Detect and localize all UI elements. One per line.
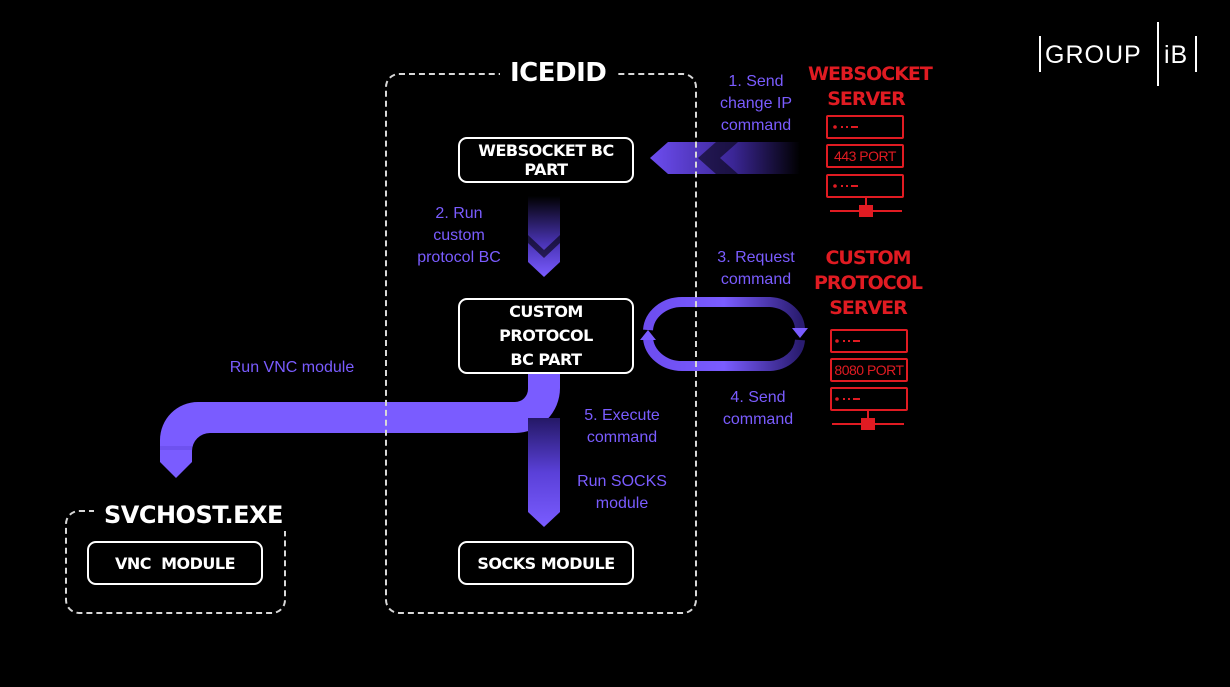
step-5-line2: command: [586, 429, 658, 446]
run-socks-line2: module: [595, 495, 649, 512]
step-3-line1: 3. Request: [717, 249, 795, 266]
step-1-line1: 1. Send: [728, 73, 784, 90]
step-4-line2: command: [722, 411, 794, 428]
step-5-label: 5. Execute command: [564, 405, 680, 449]
step-1-line2: change IP: [719, 95, 793, 112]
custom-server-title-line2: PROTOCOL: [813, 272, 923, 294]
custom-bc-label-line2: BC PART: [510, 350, 582, 369]
arrow-run-vnc: [160, 372, 560, 478]
step-1-label: 1. Send change IP command: [700, 71, 812, 137]
custom-server-title-line3: SERVER: [829, 297, 908, 319]
step-5-line1: 5. Execute: [584, 407, 660, 424]
custom-server-title-line1: CUSTOM: [825, 247, 911, 269]
vnc-module-box: VNC MODULE: [87, 541, 263, 585]
group-ib-logo-bars: [1039, 22, 1197, 86]
icedid-title: ICEDID: [500, 56, 617, 90]
run-socks-line1: Run SOCKS: [577, 473, 667, 490]
websocket-server-icon: [830, 125, 902, 217]
websocket-bc-part-box: WEBSOCKET BC PART: [458, 137, 634, 183]
websocket-port: 443 PORT: [826, 144, 904, 168]
svchost-title: SVCHOST.EXE: [94, 499, 293, 531]
run-socks-label: Run SOCKS module: [564, 471, 680, 515]
custom-server-title: CUSTOM PROTOCOL SERVER: [810, 246, 926, 321]
custom-bc-label-line1: CUSTOM PROTOCOL: [499, 302, 593, 345]
custom-server-icon: [832, 339, 904, 430]
socks-module-box: SOCKS MODULE: [458, 541, 634, 585]
run-vnc-label: Run VNC module: [229, 359, 355, 376]
step-2-label: 2. Run custom protocol BC: [398, 203, 520, 269]
logo-ib-text: iB: [1164, 41, 1189, 69]
step-2-line1: 2. Run: [435, 205, 483, 222]
websocket-rack-bottom: [826, 174, 904, 198]
websocket-bc-part-label: WEBSOCKET BC PART: [478, 141, 614, 179]
custom-port: 8080 PORT: [830, 358, 908, 382]
step-2-line3: protocol BC: [417, 249, 501, 266]
custom-rack-top: [830, 329, 908, 353]
group-ib-logo: GROUP: [1045, 41, 1142, 70]
step-3-label: 3. Request command: [700, 247, 812, 291]
websocket-rack-top: [826, 115, 904, 139]
custom-protocol-bc-part-box: CUSTOM PROTOCOL BC PART: [458, 298, 634, 374]
arrow-run-custom-protocol: [528, 196, 560, 277]
step-4-line1: 4. Send: [730, 389, 786, 406]
step-1-line3: command: [720, 117, 792, 134]
arrow-execute-command: [528, 418, 560, 527]
step-2-line2: custom: [433, 227, 485, 244]
step-4-label: 4. Send command: [702, 387, 814, 431]
logo-group-text: GROUP: [1045, 41, 1142, 69]
step-3-line2: command: [720, 271, 792, 288]
websocket-server-title: WEBSOCKET SERVER: [808, 62, 933, 112]
loop-request-send: [640, 296, 808, 372]
websocket-server-title-line2: SERVER: [827, 88, 906, 110]
websocket-server-title-line1: WEBSOCKET: [808, 63, 933, 85]
socks-module-label: SOCKS MODULE: [477, 553, 615, 573]
custom-rack-bottom: [830, 387, 908, 411]
arrow-send-change-ip: [650, 142, 800, 174]
group-ib-logo-ib: iB: [1164, 41, 1188, 70]
vnc-module-label: VNC MODULE: [114, 553, 236, 573]
